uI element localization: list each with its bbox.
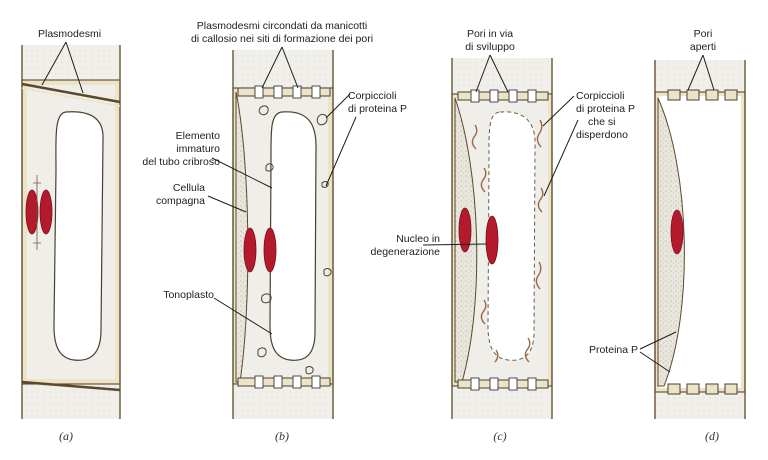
label-nucleo-1: Nucleo in <box>396 233 440 245</box>
label-cellula-2: compagna <box>156 195 205 207</box>
label-elemento-3: del tubo cribroso <box>142 156 220 168</box>
label-disperdono-2: di proteina P <box>576 103 635 115</box>
nucleus-a-1 <box>26 190 38 234</box>
label-nucleo-2: degenerazione <box>371 246 441 258</box>
label-disperdono-4: disperdono <box>576 129 628 141</box>
nucleus-b-2 <box>264 228 276 272</box>
label-corpiccioli-2: di proteina P <box>348 103 407 115</box>
nucleus-c-1 <box>459 208 471 252</box>
panel-label-b: (b) <box>275 429 289 443</box>
label-pori-sviluppo-2: di sviluppo <box>465 41 515 53</box>
nucleus-c-2 <box>486 216 498 264</box>
panel-a: Plasmodesmi (a) <box>22 28 120 443</box>
label-pori-aperti-2: aperti <box>690 41 716 53</box>
label-disperdono-1: Corpiccioli <box>576 90 624 102</box>
label-pori-sviluppo-1: Pori in via <box>467 28 513 40</box>
label-disperdono-3: che si <box>588 116 615 128</box>
panel-label-a: (a) <box>59 429 73 443</box>
vacuole-a <box>54 112 103 360</box>
label-plasmodesmi-callosio-1: Plasmodesmi circondati da manicotti <box>197 20 367 32</box>
panel-label-d: (d) <box>705 429 719 443</box>
label-elemento-2: immaturo <box>176 143 220 155</box>
panel-c: Pori in via di sviluppo Corpiccioli di p… <box>371 28 635 443</box>
label-pori-aperti-1: Pori <box>694 28 713 40</box>
nucleus-d <box>671 210 683 254</box>
label-tonoplasto: Tonoplasto <box>163 289 214 301</box>
nucleus-a-2 <box>40 190 52 234</box>
label-proteina-p: Proteina P <box>589 344 638 356</box>
label-plasmodesmi-callosio-2: di callosio nei siti di formazione dei p… <box>191 33 373 45</box>
label-plasmodesmi: Plasmodesmi <box>38 28 101 40</box>
vacuole-b <box>270 112 316 360</box>
label-elemento-1: Elemento <box>176 130 221 142</box>
label-corpiccioli-1: Corpiccioli <box>348 90 396 102</box>
label-cellula-1: Cellula <box>173 182 205 194</box>
panel-b: Plasmodesmi circondati da manicotti di c… <box>142 20 407 443</box>
panel-label-c: (c) <box>493 429 506 443</box>
nucleus-b-1 <box>244 228 256 272</box>
